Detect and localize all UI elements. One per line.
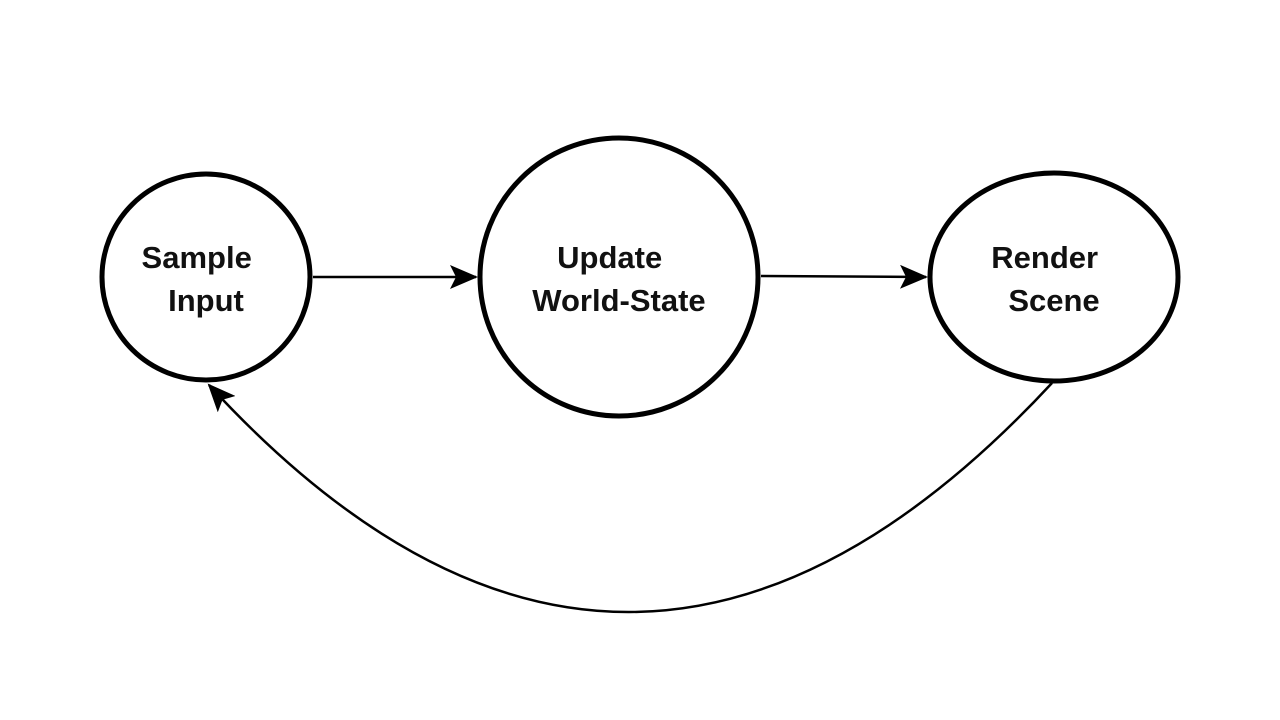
node-update-world-state-circle — [477, 135, 761, 419]
node-sample-input: Sample Input — [99, 171, 313, 383]
node-sample-input-label: Sample Input — [142, 240, 261, 318]
node-sample-input-circle — [99, 171, 313, 383]
node-render-scene-line-2: Scene — [1008, 283, 1099, 318]
arrow-update-to-render — [760, 264, 928, 289]
node-update-world-state: Update World-State — [477, 135, 761, 419]
node-render-scene-label: Render Scene — [991, 240, 1106, 318]
node-sample-input-line-2: Input — [168, 283, 244, 318]
node-update-world-state-label: Update World-State — [532, 240, 705, 318]
node-render-scene-circle — [927, 170, 1181, 384]
node-render-scene-line-1: Render — [991, 240, 1098, 275]
node-sample-input-line-1: Sample — [142, 240, 252, 275]
node-update-world-state-line-2: World-State — [532, 283, 705, 318]
node-update-world-state-line-1: Update — [557, 240, 662, 275]
node-render-scene: Render Scene — [927, 170, 1181, 384]
arrow-render-to-sample — [207, 382, 1053, 614]
